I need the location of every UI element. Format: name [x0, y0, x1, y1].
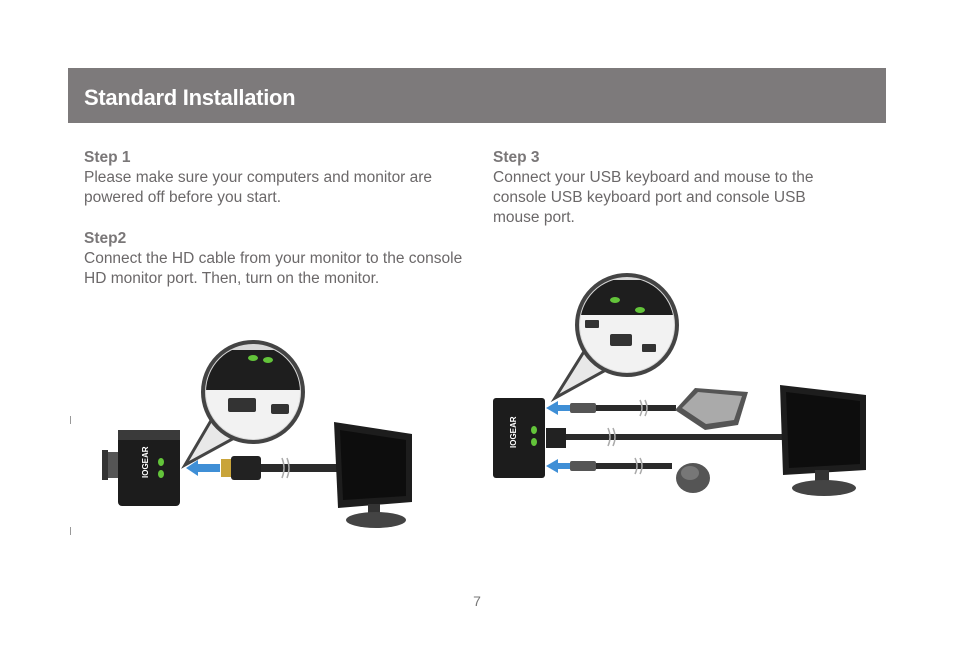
step2-title: Step2: [84, 230, 127, 247]
kvm-switch: [493, 398, 545, 478]
monitor: [780, 385, 866, 496]
led: [158, 458, 164, 466]
hd-connector: [221, 459, 231, 477]
led: [610, 297, 620, 303]
usb-port: [642, 344, 656, 352]
page-number: 7: [473, 593, 481, 609]
monitor: [334, 422, 412, 528]
hd-port: [610, 334, 632, 346]
hd-connection-illustration: IOGEAR: [102, 340, 412, 528]
keyboard: [675, 388, 748, 430]
crop-mark: [70, 527, 71, 535]
page-title: Standard Installation: [84, 85, 296, 110]
usb-connection-illustration: IOGEAR: [493, 273, 866, 496]
kvm-switch: [118, 430, 180, 506]
usb-connector: [570, 461, 596, 471]
usb-port: [585, 320, 599, 328]
led: [158, 470, 164, 478]
step1-title: Step 1: [84, 149, 131, 166]
brand-logo: IOGEAR: [509, 416, 518, 448]
hd-cable: [566, 434, 786, 440]
hd-port: [228, 398, 256, 412]
header-bar: Standard Installation: [68, 68, 886, 123]
arrow-icon: [546, 401, 570, 415]
step3-text: Connect your USB keyboard and mouse to t…: [493, 169, 814, 226]
led: [635, 307, 645, 313]
led: [531, 438, 537, 446]
step2-text: Connect the HD cable from your monitor t…: [84, 250, 463, 287]
usb-cable: [596, 405, 676, 411]
step3-title: Step 3: [493, 149, 540, 166]
crop-mark: [70, 416, 71, 424]
led: [263, 357, 273, 363]
arrow-icon: [186, 460, 220, 476]
step1-text: Please make sure your computers and moni…: [84, 169, 433, 206]
usb-connector: [570, 403, 596, 413]
led: [531, 426, 537, 434]
hd-cable: [261, 464, 341, 472]
left-column: Step 1 Please make sure your computers a…: [84, 148, 464, 289]
usb-cable: [596, 463, 672, 469]
arrow-icon: [546, 459, 570, 473]
brand-logo: IOGEAR: [141, 446, 150, 478]
led: [248, 355, 258, 361]
right-column: Step 3 Connect your USB keyboard and mou…: [493, 148, 853, 228]
usb-port: [271, 404, 289, 414]
